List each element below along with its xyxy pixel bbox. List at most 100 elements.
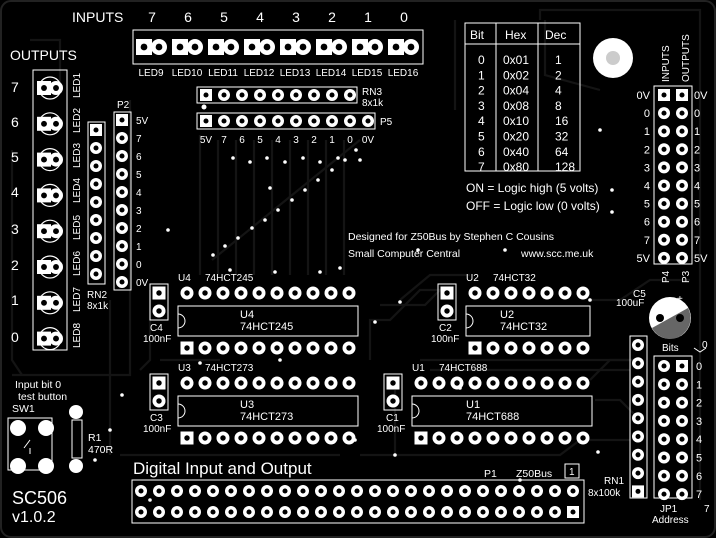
pad-hole: [552, 509, 558, 515]
pad-hole: [392, 43, 400, 51]
c4-value: 100nF: [143, 334, 171, 345]
pad-hole: [156, 509, 162, 515]
p5-pin-label: 0V: [362, 135, 375, 146]
c3-value: 100nF: [143, 424, 171, 435]
pad-hole: [202, 290, 208, 296]
pad-hole: [329, 92, 335, 98]
board-version: v1.0.2: [12, 509, 56, 526]
pad-hole: [526, 290, 532, 296]
pad-hole: [228, 509, 234, 515]
pad-hole: [390, 509, 396, 515]
pad-hole: [534, 488, 540, 494]
c2-ref: C2: [439, 323, 452, 334]
pad-hole: [570, 488, 576, 494]
pad-hole: [472, 345, 478, 351]
pad-hole: [562, 345, 568, 351]
pad-hole: [119, 279, 125, 285]
jp1-bit-label: 7: [696, 489, 702, 501]
pad-hole: [679, 237, 685, 243]
bit-table-cell: 0: [478, 53, 485, 67]
input-led-label: LED13: [280, 68, 311, 79]
pad-hole: [336, 509, 342, 515]
bit-table-cell: 0x08: [503, 99, 529, 113]
jp1-bit-label: 0: [696, 361, 702, 373]
p4-pin-label: 5V: [637, 253, 651, 265]
pad-hole: [300, 509, 306, 515]
pad-hole: [329, 118, 335, 124]
pad-hole: [293, 92, 299, 98]
pad-hole: [480, 509, 486, 515]
pad-hole: [246, 509, 252, 515]
pin1-marker: [201, 104, 207, 110]
pad-hole: [661, 219, 667, 225]
pad-hole: [679, 400, 685, 406]
pad-hole: [661, 255, 667, 261]
input-bit-label: 5: [220, 9, 228, 25]
pad-hole: [257, 92, 263, 98]
pad-hole: [140, 43, 148, 51]
pad-hole: [53, 228, 59, 235]
pad-hole: [119, 189, 125, 195]
pad-hole: [328, 345, 334, 351]
pad-hole: [239, 92, 245, 98]
u4-part: 74HCT245: [240, 321, 293, 333]
pad-hole: [220, 290, 226, 296]
pad-hole: [346, 345, 352, 351]
jp1-bit-label: 6: [696, 471, 702, 483]
pad-hole: [184, 290, 190, 296]
u1-part-top: 74HCT688: [439, 363, 488, 374]
pad-hole: [371, 43, 379, 51]
bit-table-cell: 7: [478, 160, 485, 174]
pad-hole: [275, 118, 281, 124]
ic-u4: U4 74HCT245 U4 74HCT245: [177, 273, 359, 355]
u3-part: 74HCT273: [240, 411, 293, 423]
pad-hole: [257, 118, 263, 124]
pad-hole: [53, 299, 59, 306]
pad-hole: [490, 345, 496, 351]
pad-hole: [203, 92, 209, 98]
c2-value: 100nF: [431, 334, 459, 345]
pad-hole: [679, 454, 685, 461]
pad-hole: [661, 237, 667, 243]
pad-hole: [311, 118, 317, 124]
pad-hole: [418, 380, 424, 386]
pad-hole: [390, 398, 396, 404]
jp1-ref: JP1: [660, 504, 678, 515]
output-bit-label: 4: [11, 184, 19, 200]
pad-hole: [418, 435, 424, 441]
pad-hole: [41, 192, 47, 199]
pad-hole: [390, 380, 396, 386]
pad-hole: [292, 345, 298, 351]
p3-pin-label: 0: [694, 108, 700, 120]
test-button[interactable]: [7, 417, 54, 474]
bit-table-cell: 3: [478, 99, 485, 113]
pad-hole: [53, 264, 59, 270]
pad-hole: [284, 43, 292, 51]
bit-table-cell: 64: [555, 145, 569, 159]
pad-hole: [347, 92, 353, 98]
output-led-label: LED3: [72, 143, 83, 168]
pad-hole: [544, 290, 550, 296]
pad-hole: [679, 146, 685, 152]
bit-table-header: Bit: [470, 28, 485, 42]
pad-hole: [661, 400, 667, 406]
p2-pin-label: 0: [136, 260, 142, 271]
p4-pin-label: 0V: [637, 90, 651, 102]
pad-hole: [41, 335, 47, 342]
u1-ref: U1: [466, 399, 480, 411]
pad-hole: [156, 308, 162, 314]
pad-hole: [356, 43, 364, 51]
input-bit-label: 7: [148, 9, 156, 25]
pad-hole: [203, 118, 209, 124]
output-led-label: LED4: [72, 178, 83, 203]
rn2-ref: RN2: [87, 290, 107, 301]
pad-hole: [346, 435, 352, 441]
pad-hole: [679, 436, 685, 442]
pad-hole: [210, 509, 216, 515]
bit-table-cell: 0x20: [503, 130, 529, 144]
pad-hole: [408, 488, 414, 494]
pad-hole: [248, 43, 256, 51]
pad-hole: [436, 435, 442, 441]
p3-pin-label: 5V: [694, 253, 708, 265]
